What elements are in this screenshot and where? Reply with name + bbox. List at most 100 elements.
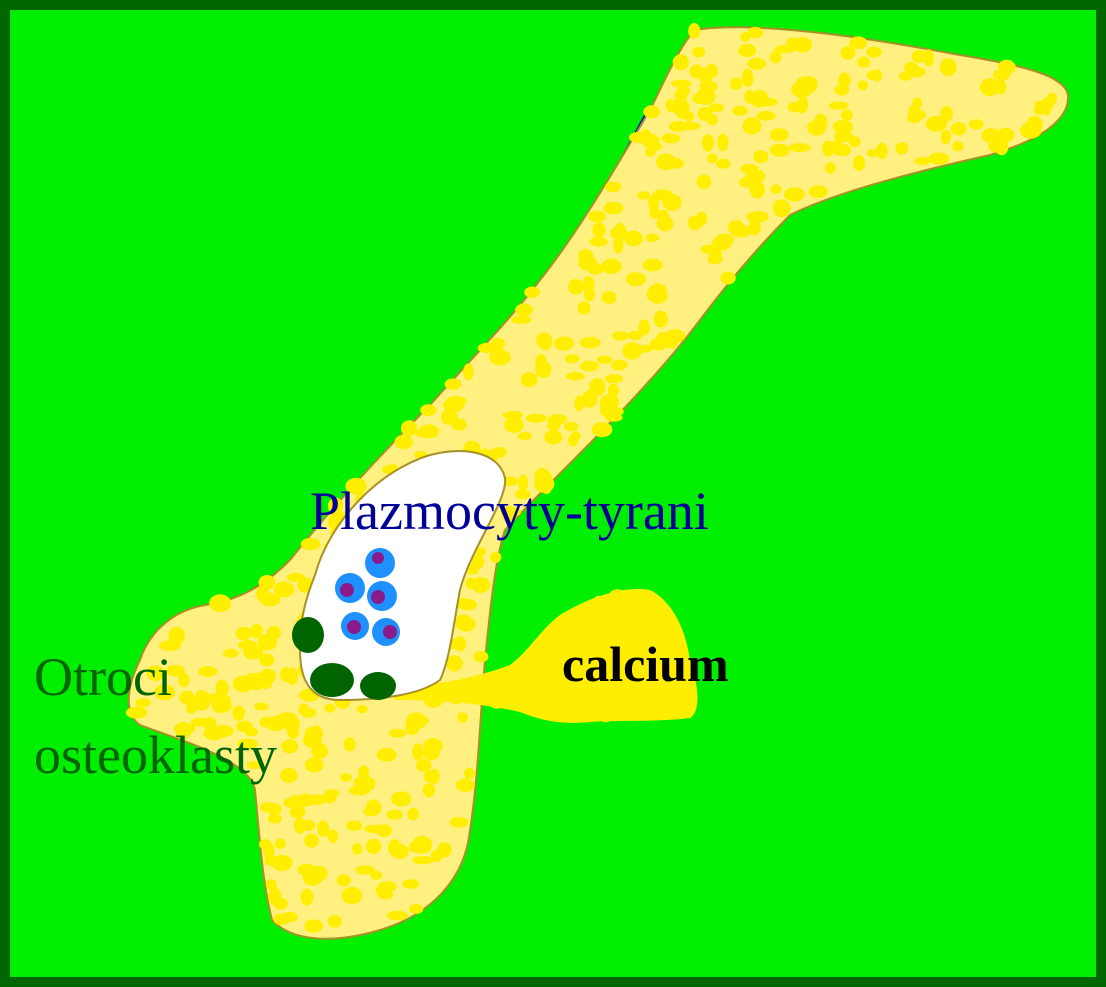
calcium-dot	[511, 316, 531, 324]
calcium-dot	[416, 759, 432, 772]
calcium-dot	[401, 420, 417, 436]
plasma-cells-label: Plazmocyty-tyrani	[310, 480, 709, 542]
calcium-dot	[649, 206, 659, 219]
osteoclasts-label-line2: osteoklasty	[34, 728, 277, 782]
plasma-cell	[335, 573, 365, 603]
calcium-dot	[389, 729, 407, 738]
calcium-dot	[464, 768, 475, 779]
calcium-dot	[378, 881, 397, 892]
calcium-dot	[236, 627, 253, 640]
calcium-dot	[742, 69, 754, 87]
calcium-dot	[324, 704, 335, 713]
calcium-dot	[337, 874, 351, 886]
calcium-dot	[705, 64, 718, 78]
calcium-dot	[568, 279, 584, 295]
calcium-dot	[391, 791, 411, 806]
calcium-dot	[1020, 122, 1042, 139]
calcium-dot	[441, 409, 458, 425]
calcium-dot	[866, 47, 882, 58]
calcium-dot	[459, 599, 477, 610]
calcium-dot	[770, 51, 782, 63]
calcium-dot	[536, 333, 552, 349]
calcium-dot	[259, 654, 274, 667]
calcium-dot	[390, 844, 408, 859]
plasma-cell	[372, 618, 400, 646]
calcium-dot	[305, 727, 321, 741]
calcium-dot	[643, 105, 660, 118]
calcium-dot	[829, 101, 849, 109]
calcium-dot	[259, 677, 272, 689]
calcium-dot	[656, 154, 676, 171]
calcium-dot	[311, 743, 328, 759]
calcium-dot	[328, 830, 338, 843]
calcium-dot	[784, 187, 805, 201]
calcium-dot	[446, 396, 467, 407]
calcium-dot	[907, 114, 922, 123]
calcium-dot	[566, 372, 585, 380]
calcium-dot	[451, 657, 462, 667]
calcium-dot	[504, 417, 524, 433]
calcium-dot	[1041, 98, 1052, 116]
calcium-dot	[697, 175, 712, 189]
calcium-dot	[605, 182, 621, 192]
calcium-dot	[610, 589, 625, 598]
calcium-dot	[788, 102, 808, 113]
calcium-dot	[245, 673, 257, 682]
calcium-dot	[223, 649, 239, 658]
calcium-dot	[260, 802, 276, 812]
calcium-dot	[280, 667, 292, 682]
calcium-dot	[303, 869, 323, 885]
calcium-dot	[624, 617, 638, 628]
calcium-dot	[701, 245, 721, 254]
calcium-dot	[260, 593, 281, 607]
calcium-dot	[696, 212, 707, 226]
calcium-dot	[577, 301, 590, 314]
calcium-dot	[698, 107, 713, 121]
calcium-dot	[952, 141, 963, 151]
calcium-dot	[771, 184, 782, 194]
calcium-dot	[340, 773, 352, 781]
calcium-dot	[941, 130, 951, 145]
calcium-dot	[661, 133, 680, 143]
calcium-dot	[259, 839, 272, 849]
calcium-dot	[250, 624, 263, 638]
calcium-dot	[233, 706, 245, 721]
calcium-dot	[288, 795, 305, 810]
calcium-dot	[997, 128, 1014, 143]
calcium-dot	[717, 134, 728, 152]
calcium-dot	[412, 856, 433, 864]
osteoclast	[310, 663, 354, 697]
calcium-dot	[849, 36, 867, 49]
calcium-dot	[257, 634, 277, 650]
calcium-dot	[899, 72, 913, 81]
calcium-dot	[126, 707, 147, 719]
calcium-dot	[275, 839, 286, 849]
calcium-dot	[491, 700, 503, 708]
calcium-dot	[198, 666, 217, 677]
calcium-dot	[357, 705, 368, 713]
calcium-dot	[450, 817, 469, 828]
calcium-dot	[580, 337, 601, 349]
calcium-dot	[238, 640, 256, 650]
plasma-cell	[365, 548, 395, 578]
calcium-dot	[463, 364, 474, 381]
calcium-dot	[490, 552, 501, 563]
calcium-dot	[895, 142, 908, 154]
calcium-dot	[602, 291, 617, 304]
calcium-dot	[757, 111, 776, 121]
calcium-dot	[628, 331, 643, 341]
calcium-dot	[758, 98, 778, 107]
calcium-dot	[692, 47, 705, 58]
calcium-dot	[738, 44, 756, 57]
plasma-cell	[367, 581, 397, 611]
calcium-dot	[690, 65, 704, 79]
calcium-dot	[669, 121, 688, 132]
calcium-dot	[770, 128, 789, 141]
calcium-dot	[412, 836, 432, 854]
calcium-dot	[853, 155, 865, 171]
calcium-dot	[328, 915, 342, 928]
calcium-dot	[730, 78, 742, 91]
calcium-dot	[692, 93, 709, 104]
calcium-dot	[544, 430, 562, 445]
